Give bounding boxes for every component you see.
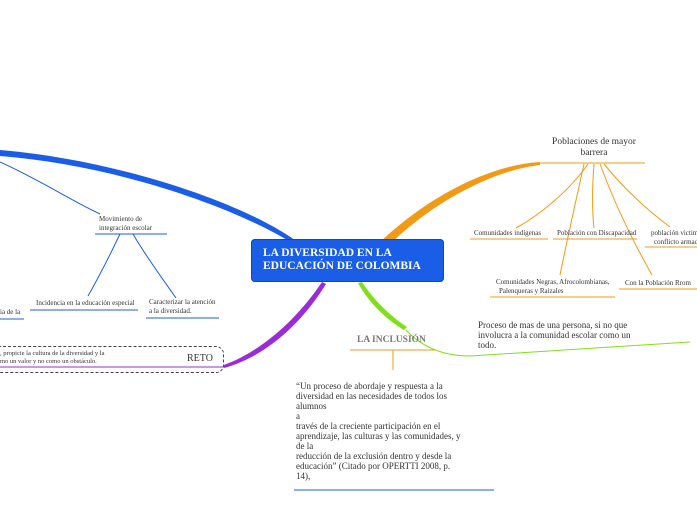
blue-main-branch [0,150,300,248]
blue-connector-incidencia [87,233,121,297]
node-negras[interactable]: Comunidades Negras, Afrocolombianas, Pal… [496,278,610,296]
orange-connector-discapacidad [592,163,595,229]
orange-connector-rrom [599,163,653,276]
node-cut-label[interactable]: ia de la [0,308,21,316]
node-poblaciones[interactable]: Poblaciones de mayor barrera [549,137,639,158]
quote-line-3: alumnos [296,401,327,411]
node-rrom[interactable]: Con la Población Rrom [625,279,691,287]
orange-connector-victimas [603,163,671,228]
node-poblaciones-line-2: barrera [580,147,608,158]
node-victimas-line-2: conflicto armad [654,238,697,246]
node-negras-line-1: Comunidades Negras, Afrocolombianas, [496,278,610,286]
blue-connector-caracterizar [132,233,177,299]
definition-line-2: involucra a la comunidad escolar como un [478,330,631,340]
green-connector-definition [405,329,691,357]
quote-line-4: a [296,411,300,421]
reto-text: , propicie la cultura de la diversidad y… [0,350,105,366]
node-movimiento[interactable]: Movimiento de integración escolar [99,215,152,233]
node-victimas[interactable]: población victim conflicto armad [651,229,697,247]
central-topic-node[interactable]: LA DIVERSIDAD EN LA EDUCACIÓN DE COLOMBI… [251,239,444,282]
node-negras-line-2: Palenqueras y Raizales [499,287,564,295]
node-victimas-line-1: población victim [651,229,697,237]
quote-line-9: educación” (Citado por OPERTTI 2008, p. [296,461,451,471]
node-indigenas[interactable]: Comunidades indígenas [474,229,542,237]
reto-title[interactable]: RETO [187,353,213,364]
quote-line-10: 14), [296,471,311,481]
reto-box[interactable] [0,346,224,373]
quote-line-2: diversidad en las necesidades de todos l… [296,391,447,401]
quote-line-8: reducción de la exclusión dentro y desde… [296,451,452,461]
blue-connector-movimiento [0,161,101,215]
quote-line-1: “Un proceso de abordaje y respuesta a la [296,381,443,391]
reto-text-line-2: mo un valor y no como un obstáculo. [0,358,97,365]
reto-text-line-1: , propicie la cultura de la diversidad y… [0,350,105,357]
node-caracterizar[interactable]: Caracterizar la atención a la diversidad… [149,298,215,316]
quote-line-6: aprendizaje, las culturas y las comunida… [296,431,461,441]
node-movimiento-line-1: Movimiento de [99,215,142,223]
quote-line-5: través de la creciente participación en … [296,421,441,431]
node-poblaciones-line-1: Poblaciones de mayor [552,137,636,147]
node-movimiento-line-2: integración escolar [99,224,153,232]
node-inclusion-title[interactable]: LA INCLUSIÓN [357,335,426,345]
orange-main-branch [380,162,540,246]
node-caracterizar-line-2: a la diversidad. [149,307,192,315]
node-caracterizar-line-1: Caracterizar la atención [149,298,216,306]
central-topic-line-1: LA DIVERSIDAD EN LA [263,247,392,259]
node-incidencia[interactable]: Incidencia en la educación especial [36,299,135,307]
green-main-branch [358,282,407,330]
node-discapacidad[interactable]: Población con Discapacidad [557,229,637,237]
definition-line-3: todo. [478,340,497,350]
inclusion-definition[interactable]: Proceso de mas de una persona, si no que… [478,320,630,350]
definition-line-1: Proceso de mas de una persona, si no que [478,320,628,330]
central-topic-line-2: EDUCACIÓN DE COLOMBIA [263,260,421,272]
quote-line-7: de la [296,441,314,451]
purple-main-branch [224,282,326,368]
orange-connector-negras [559,163,585,276]
inclusion-quote[interactable]: “Un proceso de abordaje y respuesta a la… [296,381,460,481]
